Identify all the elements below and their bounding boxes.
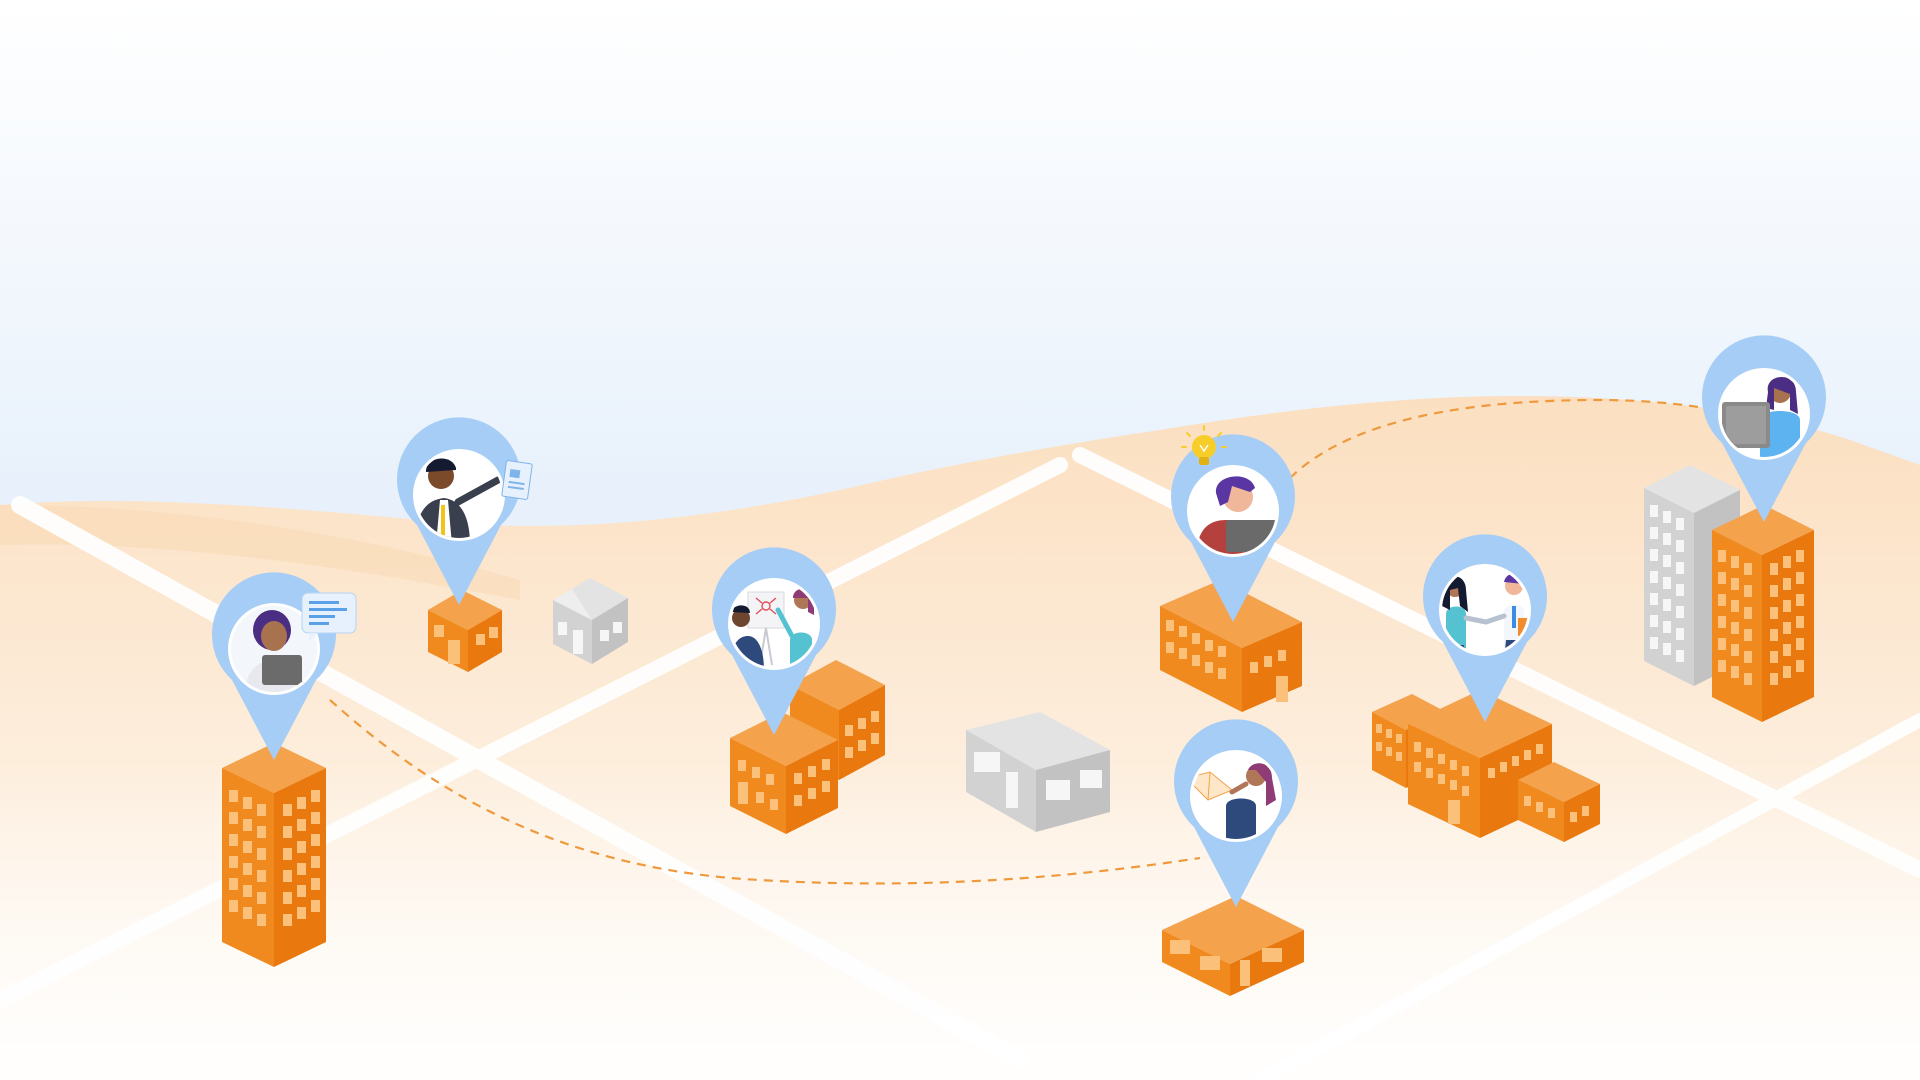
pin-presenter[interactable] (396, 417, 533, 605)
office-complex-center (730, 660, 885, 834)
pin-idea[interactable] (1170, 425, 1295, 622)
pin-laptop-worker[interactable] (1702, 335, 1826, 522)
ground-fade (0, 760, 1920, 1080)
document-icon (501, 460, 533, 500)
pin-handshake[interactable] (1423, 534, 1547, 722)
house-gray (553, 578, 628, 664)
ground-shade (0, 505, 520, 600)
warehouse-gray (966, 712, 1110, 832)
pin-reader[interactable] (1173, 719, 1298, 907)
small-house-orange (428, 590, 502, 672)
route-line (329, 398, 1741, 885)
person-at-laptop-icon (1721, 371, 1807, 457)
chat-bubble-icon (301, 592, 357, 642)
road-c (0, 457, 1068, 1008)
person-reading-book-icon (1193, 753, 1279, 839)
tower-orange-right (1712, 505, 1814, 722)
pin-chat-laptop[interactable] (211, 572, 357, 760)
road-d (1253, 713, 1920, 1080)
low-building-reader (1162, 896, 1304, 996)
office-campus-right (1372, 690, 1600, 842)
office-tower-left (222, 743, 326, 967)
pin-whiteboard[interactable] (712, 547, 836, 735)
businessman-presenting-document-icon (416, 452, 502, 538)
road-a (11, 496, 1029, 1069)
lightbulb-icon (1181, 425, 1227, 465)
